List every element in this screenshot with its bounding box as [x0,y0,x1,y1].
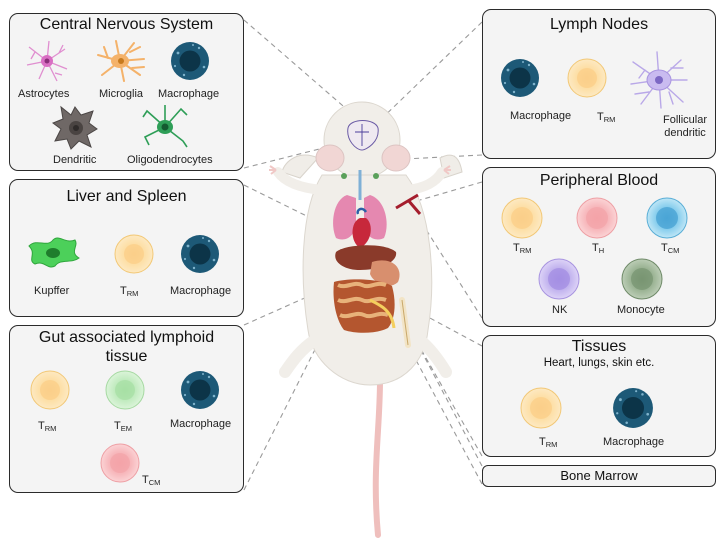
th-cell-icon [576,197,618,239]
cell-label-th: TH [592,242,605,255]
cell-label-trm: TRM [539,436,558,449]
cell-label-astrocytes: Astrocytes [18,88,70,100]
panel-gut-associated-lymphoid-tissue: Gut associated lymphoid tissue TRM TEM M… [9,325,244,493]
macrophage-icon [613,388,653,428]
cell-label-macrophage: Macrophage [510,110,572,122]
cell-label-microglia: Microglia [99,88,144,100]
cell-label-tem: TEM [114,420,132,433]
tem-cell-icon [105,370,145,410]
astrocyte-icon [26,40,68,82]
macrophage-icon [181,235,219,273]
kupffer-cell-icon [28,237,80,268]
panel-peripheral-blood: Peripheral Blood TRM TH TCM NK Monocyte [482,167,716,327]
panel-title: Central Nervous System [39,16,214,33]
cell-label-tcm: TCM [142,474,161,487]
trm-cell-icon [501,197,543,239]
trm-cell-icon [114,234,154,274]
panel-central-nervous-system: Central Nervous System Astrocytes Microg… [9,13,244,171]
cell-label-nk: NK [552,304,568,316]
panel-tissues: Tissues Heart, lungs, skin etc. TRM Macr… [482,335,716,457]
cell-label-dendritic: Dendritic [53,154,97,166]
macrophage-icon [171,42,209,80]
macrophage-icon [181,371,219,409]
trm-cell-icon [30,370,70,410]
cell-label-macrophage: Macrophage [603,436,665,448]
monocyte-icon [621,258,663,300]
oligodendrocyte-icon [142,105,188,148]
cell-label-oligodendrocytes: Oligodendrocytes [127,154,213,166]
trm-cell-icon [567,58,607,98]
panel-bone-marrow: Bone Marrow [482,465,716,487]
microglia-icon [97,40,145,82]
panel-liver-and-spleen: Liver and Spleen Kupffer TRM Macrophage [9,179,244,317]
cell-label-tcm: TCM [661,242,680,255]
nk-cell-icon [538,258,580,300]
cell-label-macrophage: Macrophage [170,285,232,297]
panel-title: Tissues [571,338,627,355]
panel-subtitle: Heart, lungs, skin etc. [543,357,655,369]
panel-title: Liver and Spleen [66,188,187,205]
tcm-cell-icon [646,197,688,239]
cell-label-macrophage: Macrophage [170,418,232,430]
cell-label-monocyte: Monocyte [617,304,665,316]
cell-label-kupffer: Kupffer [34,285,70,297]
cell-label-trm: TRM [513,242,532,255]
cell-label-trm: TRM [597,111,616,124]
cell-label-trm: TRM [38,420,57,433]
cell-label-macrophage: Macrophage [158,88,220,100]
mouse-body [269,101,463,538]
panel-title: Lymph Nodes [549,16,649,33]
follicular-dendritic-cell-icon [630,51,688,109]
panel-title: Gut associated lymphoid tissue [38,329,215,365]
panel-title: Bone Marrow [560,468,638,483]
trm-cell-icon [520,387,562,429]
cell-label-trm: TRM [120,285,139,298]
tcm-cell-icon [100,443,140,483]
panel-title: Peripheral Blood [539,172,659,189]
dendritic-cell-icon [51,105,98,150]
macrophage-icon [501,59,539,97]
